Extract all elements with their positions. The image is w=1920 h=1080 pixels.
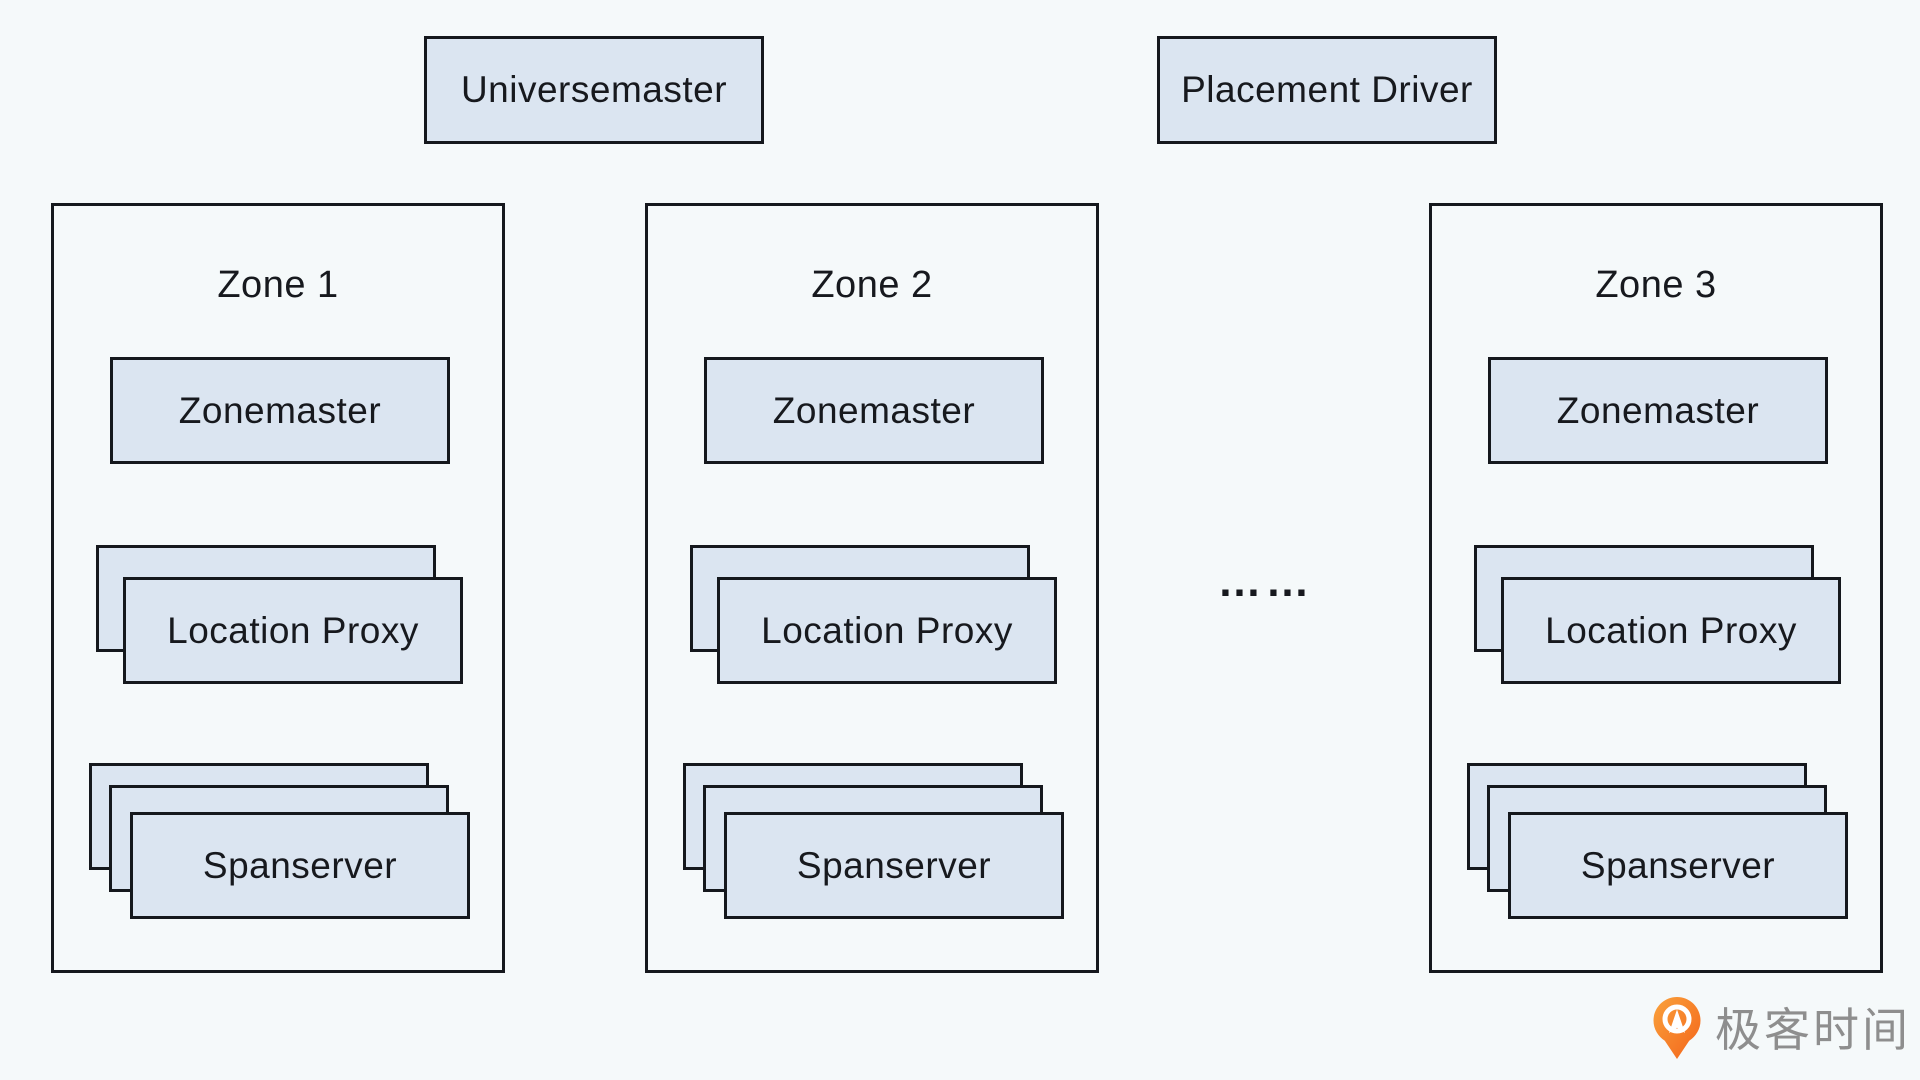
placement-driver-label: Placement Driver — [1181, 69, 1473, 110]
spanserver-label: Spanserver — [796, 844, 992, 886]
zone-1-location-proxy-box: Location Proxy — [123, 577, 463, 684]
location-proxy-label: Location Proxy — [167, 609, 419, 651]
geektime-logo: 极客时间 — [1652, 996, 1911, 1064]
placement-driver-box: Placement Driver — [1157, 36, 1497, 144]
zone-2-title: Zone 2 — [811, 264, 933, 306]
zone-1-container: Zone 1 Zonemaster Location Proxy Spanser… — [51, 203, 505, 973]
zone-2-location-proxy-box: Location Proxy — [717, 577, 1057, 684]
zone-3-zonemaster-box: Zonemaster — [1488, 357, 1828, 464]
zone-1-spanserver-box: Spanserver — [130, 812, 470, 919]
geektime-pin-icon — [1652, 996, 1702, 1064]
spanserver-label: Spanserver — [1580, 844, 1776, 886]
zone-2-zonemaster-box: Zonemaster — [704, 357, 1044, 464]
zonemaster-label: Zonemaster — [772, 389, 976, 431]
zonemaster-label: Zonemaster — [178, 389, 382, 431]
location-proxy-label: Location Proxy — [761, 609, 1013, 651]
universemaster-box: Universemaster — [424, 36, 764, 144]
zonemaster-label: Zonemaster — [1556, 389, 1760, 431]
zone-3-location-proxy-box: Location Proxy — [1501, 577, 1841, 684]
zone-2-container: Zone 2 Zonemaster Location Proxy Spanser… — [645, 203, 1099, 973]
more-zones-ellipsis: …… — [1217, 557, 1314, 606]
universemaster-label: Universemaster — [460, 69, 728, 110]
zone-3-container: Zone 3 Zonemaster Location Proxy Spanser… — [1429, 203, 1883, 973]
zone-2-spanserver-box: Spanserver — [724, 812, 1064, 919]
location-proxy-label: Location Proxy — [1545, 609, 1797, 651]
zone-1-title: Zone 1 — [217, 264, 339, 306]
zone-3-title: Zone 3 — [1595, 264, 1717, 306]
zone-1-zonemaster-box: Zonemaster — [110, 357, 450, 464]
spanserver-label: Spanserver — [202, 844, 398, 886]
zone-3-spanserver-box: Spanserver — [1508, 812, 1848, 919]
geektime-logo-text: 极客时间 — [1715, 1004, 1911, 1056]
